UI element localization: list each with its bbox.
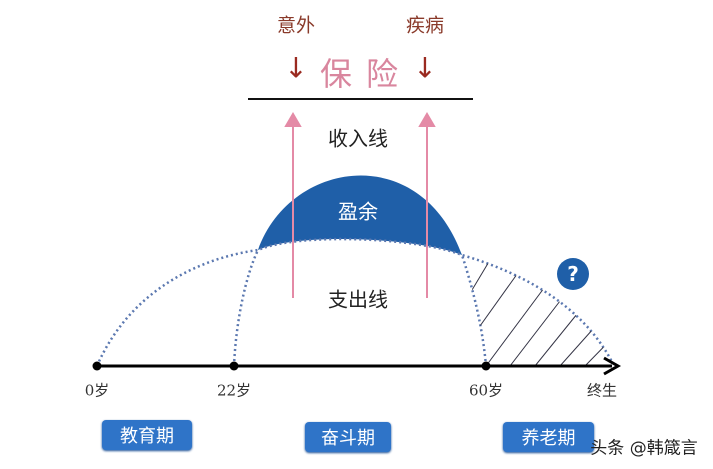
axis-label-60: 60岁	[468, 381, 504, 400]
surplus-area	[258, 175, 462, 255]
income-arrow-left	[284, 112, 302, 298]
insurance-title: 保险	[319, 55, 413, 93]
risk-accident: 意外	[276, 14, 316, 37]
stage-career: 奋斗期	[305, 422, 391, 452]
axis-label-22: 22岁	[216, 381, 252, 400]
stage-retirement: 养老期	[503, 422, 594, 452]
question-icon: ?	[567, 262, 579, 286]
down-arrow-icon: ↓	[284, 51, 308, 85]
question-icon-bg	[557, 258, 589, 290]
income-line-label: 收入线	[328, 126, 388, 151]
income-arrow-right	[418, 112, 436, 298]
stage-education: 教育期	[102, 420, 192, 450]
watermark: 头条 @韩箴言	[590, 438, 698, 459]
age-axis	[92, 356, 622, 376]
risk-illness: 疾病	[405, 14, 445, 37]
dotted-60	[460, 254, 488, 367]
expense-line-label: 支出线	[328, 287, 388, 312]
axis-label-lifetime: 终生	[586, 381, 618, 400]
surplus-label: 盈余	[338, 199, 378, 224]
down-arrow-icon: ↓	[413, 51, 437, 85]
axis-label-0: 0岁	[84, 381, 110, 400]
dotted-22	[232, 249, 260, 367]
